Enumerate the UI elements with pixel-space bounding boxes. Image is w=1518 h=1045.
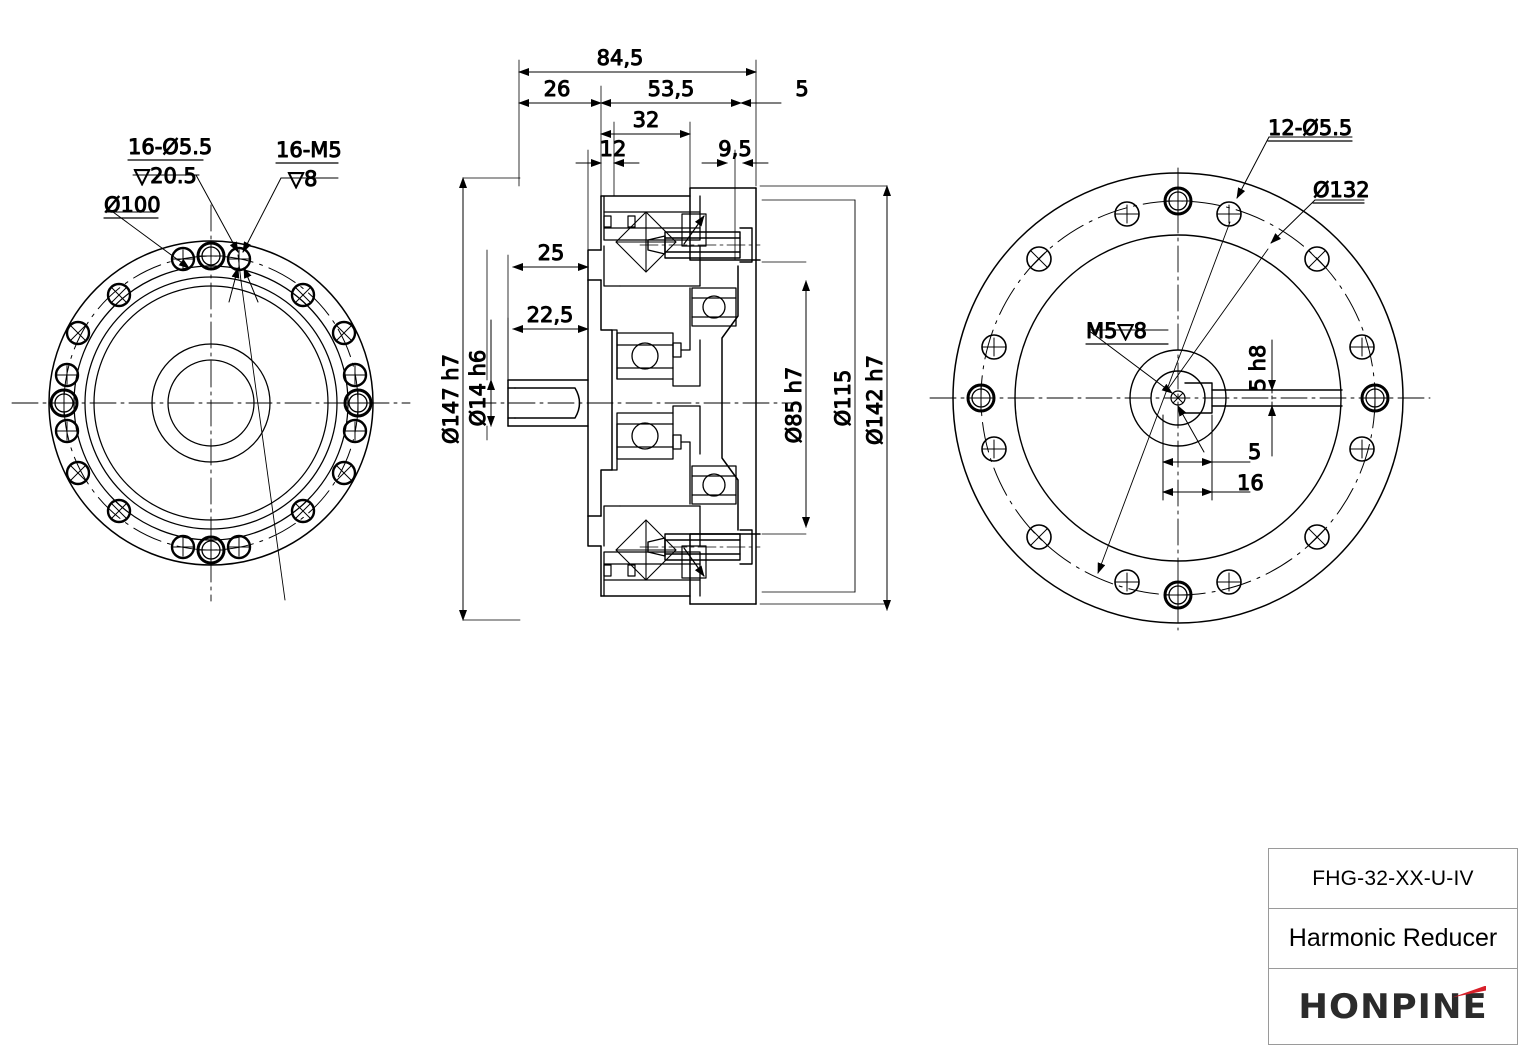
right-view-centerlines: [929, 167, 1431, 631]
cross-roller-bearing-top: [603, 195, 761, 287]
dim-25: 25: [538, 241, 565, 265]
dim-outer-diameter: Ø147 h7: [439, 354, 463, 444]
left-clearance-hole-label: 16-Ø5.5: [128, 135, 212, 159]
right-view-center-hub: [1129, 349, 1227, 447]
dim-32: 32: [633, 108, 660, 132]
left-view-outer-circle: [48, 240, 374, 566]
keyway-length-label: 16: [1237, 471, 1264, 495]
model-code: FHG-32-XX-U-IV: [1312, 866, 1474, 890]
dim-pilot-diameter: Ø85 h7: [782, 367, 806, 444]
dim-body-length: 53,5: [648, 77, 695, 101]
right-view-leaders: [1087, 136, 1365, 574]
section-ball-bearings: [616, 287, 737, 505]
dim-shaft-diameter: Ø14 h6: [466, 350, 490, 427]
right-end-view: 12-Ø5.5 Ø132 M5▽8 5 h8 5 16: [929, 116, 1431, 631]
right-view-dowel-hole: [966, 186, 1390, 610]
section-extension-lines: [462, 59, 888, 621]
dim-9-5: 9,5: [718, 137, 751, 161]
left-tapped-hole-label: 16-M5: [276, 138, 342, 162]
dim-mid-diameter: Ø115: [831, 370, 855, 427]
left-view-clearance-hole: [65, 282, 357, 524]
dim-12: 12: [600, 137, 627, 161]
section-input-housing: [587, 195, 691, 597]
cross-roller-bearing-bottom: [603, 505, 761, 597]
left-clearance-depth-label: ▽20.5: [134, 164, 197, 188]
left-view-hole-pattern: [49, 241, 373, 565]
right-view-annotations: 12-Ø5.5 Ø132 M5▽8 5 h8 5 16: [1085, 116, 1370, 496]
keyway-height-label: 5 h8: [1246, 345, 1270, 392]
product-name: Harmonic Reducer: [1288, 924, 1498, 952]
section-horizontal-dimensions: 84,5 26 53,5 5 32: [512, 46, 809, 333]
section-vertical-dimensions: Ø147 h7 Ø14 h6 Ø85 h7 Ø115 Ø142 h7: [439, 177, 891, 621]
left-end-view: 16-Ø5.5 ▽20.5 16-M5 ▽8 Ø100: [11, 135, 411, 602]
right-view-outer-circle: [952, 172, 1404, 624]
title-block-model-code-row: FHG-32-XX-U-IV: [1269, 849, 1517, 909]
left-tapped-depth-label: ▽8: [288, 167, 318, 191]
section-input-shaft: [507, 379, 589, 427]
left-view-dowel-hole: [49, 241, 373, 565]
right-bolt-circle-label: Ø132: [1313, 178, 1370, 202]
dim-input-housing-length: 26: [544, 77, 571, 101]
right-view-inner-circle: [1014, 234, 1342, 562]
left-view-leaders: [104, 174, 339, 601]
brand-name: HONPINE: [1298, 986, 1488, 1027]
dim-flange-diameter: Ø142 h7: [863, 355, 887, 445]
title-block-logo-row: HONPINE: [1269, 969, 1517, 1045]
dim-22-5: 22,5: [527, 303, 574, 327]
title-block-product-name-row: Harmonic Reducer: [1269, 909, 1517, 969]
section-view: 84,5 26 53,5 5 32: [439, 46, 891, 621]
right-view-clearance-hole: [1026, 246, 1330, 550]
center-thread-label: M5▽8: [1086, 319, 1147, 343]
right-view-hole-pattern: [966, 186, 1390, 610]
left-bolt-circle-label: Ø100: [104, 193, 161, 217]
section-screw-bottom: [647, 529, 753, 565]
left-view-annotations: 16-Ø5.5 ▽20.5 16-M5 ▽8 Ø100: [103, 135, 342, 219]
right-view-keyway-dimensions: [1162, 339, 1291, 501]
right-clearance-hole-label: 12-Ø5.5: [1268, 116, 1352, 140]
keyway-width-label: 5: [1248, 440, 1261, 464]
section-flexspline: [611, 287, 701, 505]
honpine-logo: HONPINE: [1298, 985, 1487, 1024]
right-view-tapped-hole: [981, 201, 1375, 595]
title-block: FHG-32-XX-U-IV Harmonic Reducer HONPINE: [1268, 848, 1518, 1045]
dim-overall-length: 84,5: [597, 46, 644, 70]
dim-flange-thickness: 5: [795, 77, 808, 101]
